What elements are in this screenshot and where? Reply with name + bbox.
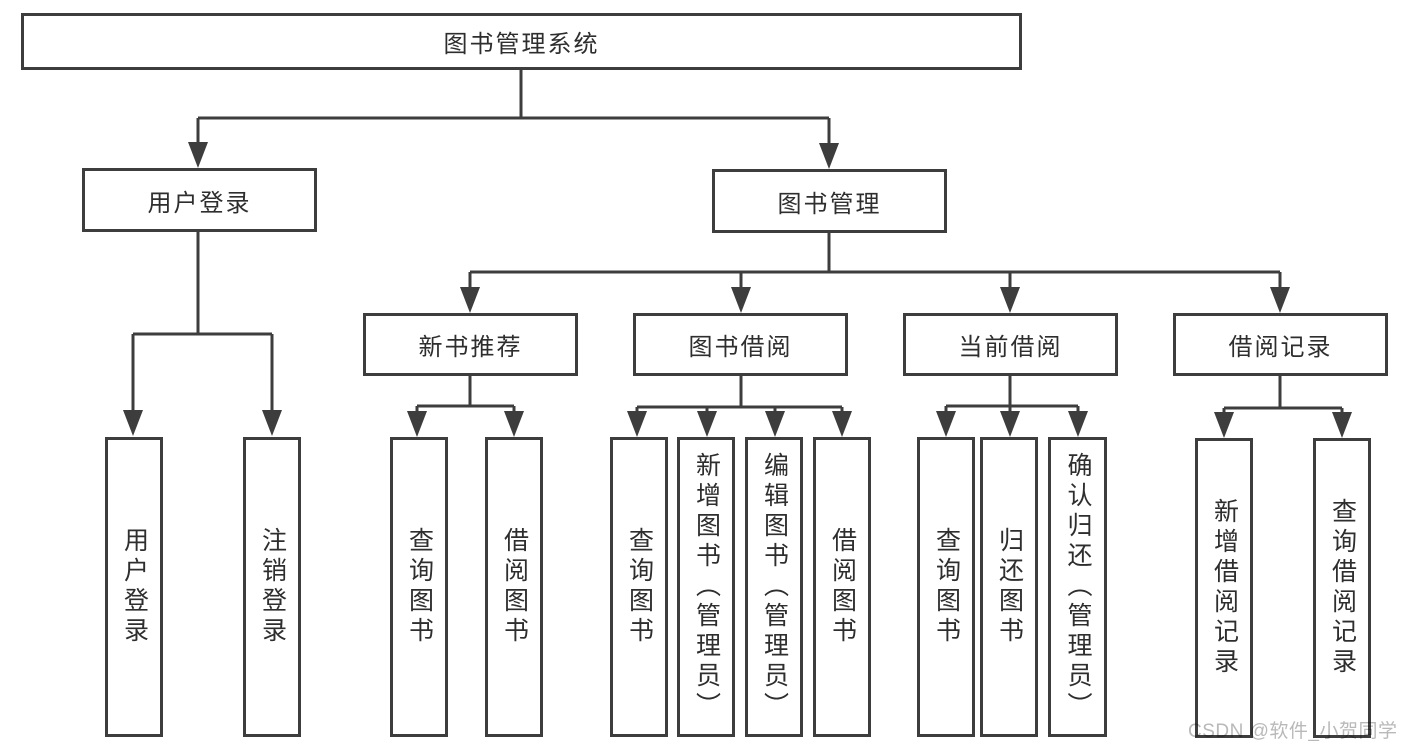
node-borrowing-records-label: 借阅记录: [1228, 334, 1333, 361]
node-root-label: 图书管理系统: [443, 31, 600, 58]
node-leaf-bb-edit-books-admin-label: 编辑图书（管理员）: [760, 452, 789, 722]
node-leaf-bb-query-books: 查询图书: [610, 437, 668, 737]
node-leaf-cb-query-books: 查询图书: [917, 437, 975, 737]
node-user-login: 用户登录: [82, 168, 317, 232]
node-current-borrowing: 当前借阅: [903, 313, 1118, 376]
node-leaf-bb-borrow-books-label: 借阅图书: [828, 527, 857, 647]
node-leaf-bb-edit-books-admin: 编辑图书（管理员）: [745, 437, 803, 737]
node-leaf-user-login-label: 用户登录: [120, 527, 149, 647]
node-leaf-user-login: 用户登录: [105, 437, 163, 737]
node-leaf-logout-label: 注销登录: [258, 527, 287, 647]
node-leaf-cb-confirm-return-admin: 确认归还（管理员）: [1048, 437, 1107, 737]
node-leaf-nbr-borrow-books: 借阅图书: [485, 437, 543, 737]
node-user-login-label: 用户登录: [147, 189, 252, 217]
node-leaf-cb-confirm-return-admin-label: 确认归还（管理员）: [1064, 452, 1092, 722]
node-leaf-br-add-record: 新增借阅记录: [1195, 438, 1253, 738]
node-leaf-cb-query-books-label: 查询图书: [932, 527, 961, 647]
node-leaf-cb-return-books-label: 归还图书: [995, 527, 1024, 647]
node-leaf-bb-query-books-label: 查询图书: [625, 527, 654, 647]
node-leaf-bb-borrow-books: 借阅图书: [813, 437, 871, 737]
node-leaf-bb-add-books-admin-label: 新增图书（管理员）: [692, 452, 721, 722]
node-leaf-cb-return-books: 归还图书: [980, 437, 1038, 737]
node-borrowing-records: 借阅记录: [1173, 313, 1388, 376]
node-root: 图书管理系统: [21, 13, 1022, 70]
csdn-watermark: CSDN @软件_小贺同学: [1188, 721, 1398, 742]
node-new-book-recommendation: 新书推荐: [363, 313, 578, 376]
node-book-management: 图书管理: [712, 169, 947, 233]
node-book-management-label: 图书管理: [777, 190, 882, 218]
node-leaf-nbr-query-books: 查询图书: [390, 437, 448, 737]
node-book-borrowing-label: 图书借阅: [688, 334, 793, 361]
node-leaf-br-add-record-label: 新增借阅记录: [1210, 498, 1239, 678]
node-leaf-nbr-query-books-label: 查询图书: [405, 527, 434, 647]
node-new-book-recommendation-label: 新书推荐: [418, 334, 523, 361]
node-leaf-br-query-record-label: 查询借阅记录: [1328, 498, 1357, 678]
node-leaf-logout: 注销登录: [243, 437, 301, 737]
node-leaf-bb-add-books-admin: 新增图书（管理员）: [677, 437, 735, 737]
node-current-borrowing-label: 当前借阅: [958, 334, 1063, 361]
node-leaf-nbr-borrow-books-label: 借阅图书: [500, 527, 529, 647]
node-leaf-br-query-record: 查询借阅记录: [1313, 438, 1371, 738]
node-book-borrowing: 图书借阅: [633, 313, 848, 376]
